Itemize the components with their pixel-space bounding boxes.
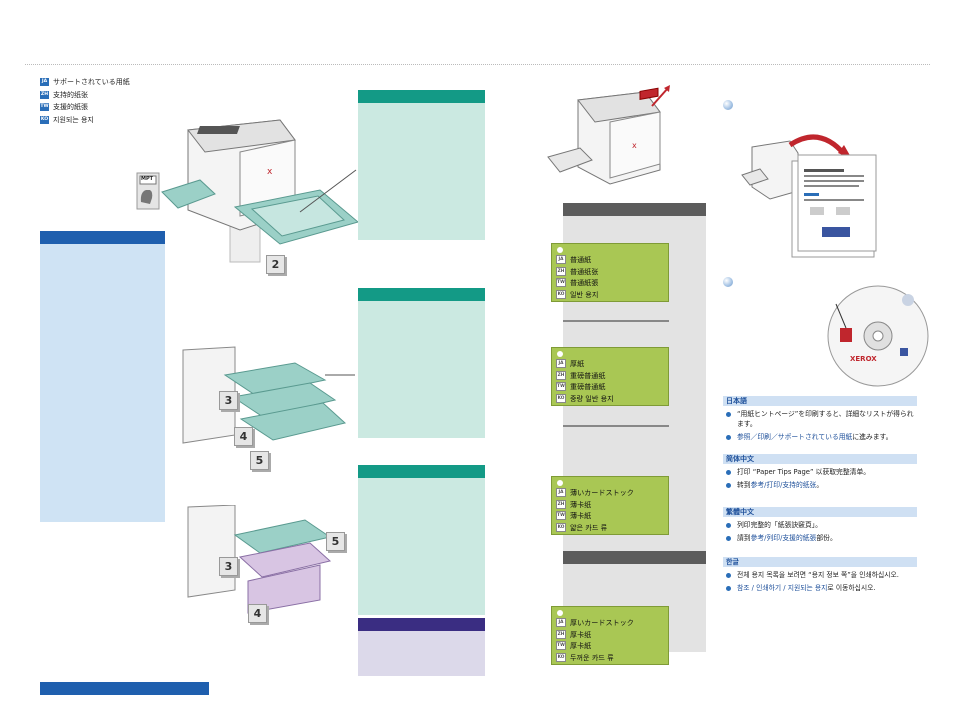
reference-link[interactable]: 参照／印刷／サポートされている用紙 xyxy=(737,433,853,441)
envelope-paper-panel xyxy=(358,618,485,676)
step-bullet-icon xyxy=(723,100,733,110)
printer-control-panel-illustration: x xyxy=(540,82,690,192)
top-divider xyxy=(25,64,930,65)
tray-number-2: 2 xyxy=(266,255,285,274)
mpt-paper-panel xyxy=(40,231,165,522)
tray-2-paper-panel xyxy=(358,90,485,240)
tray-number-4-b: 4 xyxy=(248,604,267,623)
trays-3-5-paper-panel xyxy=(358,288,485,438)
tray-number-5-b: 5 xyxy=(326,532,345,551)
trays-3-5-panel-header xyxy=(358,288,485,301)
envelope-panel-body xyxy=(358,631,485,676)
selection-dot-icon xyxy=(557,351,563,357)
svg-text:x: x xyxy=(632,141,637,150)
tray-2-panel-header xyxy=(358,90,485,103)
trays-3-5-panel-body xyxy=(358,301,485,438)
tray-number-5: 5 xyxy=(250,451,269,470)
selection-dot-icon xyxy=(557,247,563,253)
printer-tray-options-illustration xyxy=(180,504,360,615)
print-paper-tips-illustration xyxy=(740,125,880,260)
svg-text:x: x xyxy=(267,167,273,177)
footer-bar xyxy=(40,682,209,695)
reference-link[interactable]: 参考/打印/支持的纸张 xyxy=(750,481,817,489)
instructions-korean: 한글 전체 용지 목록을 보려면 “용지 정보 쪽”을 인쇄하십시오. 참조 /… xyxy=(723,557,917,593)
instructions-japanese: 日本語 “用紙ヒントページ”を印刷すると、詳細なリストが得られます。 参照／印刷… xyxy=(723,396,917,442)
mpt-label: MPT xyxy=(141,176,154,182)
tray-2-panel-body xyxy=(358,103,485,240)
separator-line xyxy=(563,425,669,427)
options-paper-panel xyxy=(358,465,485,615)
mpt-panel-body xyxy=(40,244,165,522)
reference-link[interactable]: 참조 / 인쇄하기 / 지원되는 용지 xyxy=(737,584,828,592)
instructions-simplified-chinese: 简体中文 打印 “Paper Tips Page” 以获取完整清单。 转到参考/… xyxy=(723,454,917,490)
control-panel-settings-header-b xyxy=(563,551,706,564)
separator-line xyxy=(563,320,669,322)
software-cd-illustration: XEROX xyxy=(826,284,930,388)
options-panel-body xyxy=(358,478,485,615)
tray-number-3-b: 3 xyxy=(219,557,238,576)
instructions-traditional-chinese: 繁體中文 列印完整的「紙張訣竅頁」。 請到參考/列印/支援的紙張部份。 xyxy=(723,507,917,543)
tray-number-3: 3 xyxy=(219,391,238,410)
reference-link[interactable]: 參考/列印/支援的紙張 xyxy=(750,534,817,542)
control-panel-settings-header xyxy=(563,203,706,216)
printer-tray-2-illustration: x xyxy=(160,112,360,267)
xerox-logo: XEROX xyxy=(850,355,877,363)
printer-trays-3-4-5-illustration xyxy=(175,345,355,460)
envelope-panel-header xyxy=(358,618,485,631)
selection-dot-icon xyxy=(557,480,563,486)
options-panel-header xyxy=(358,465,485,478)
step-bullet-icon xyxy=(723,277,733,287)
selection-dot-icon xyxy=(557,610,563,616)
mpt-tray-icon: MPT xyxy=(134,172,160,210)
mpt-panel-header xyxy=(40,231,165,244)
tray-number-4: 4 xyxy=(234,427,253,446)
